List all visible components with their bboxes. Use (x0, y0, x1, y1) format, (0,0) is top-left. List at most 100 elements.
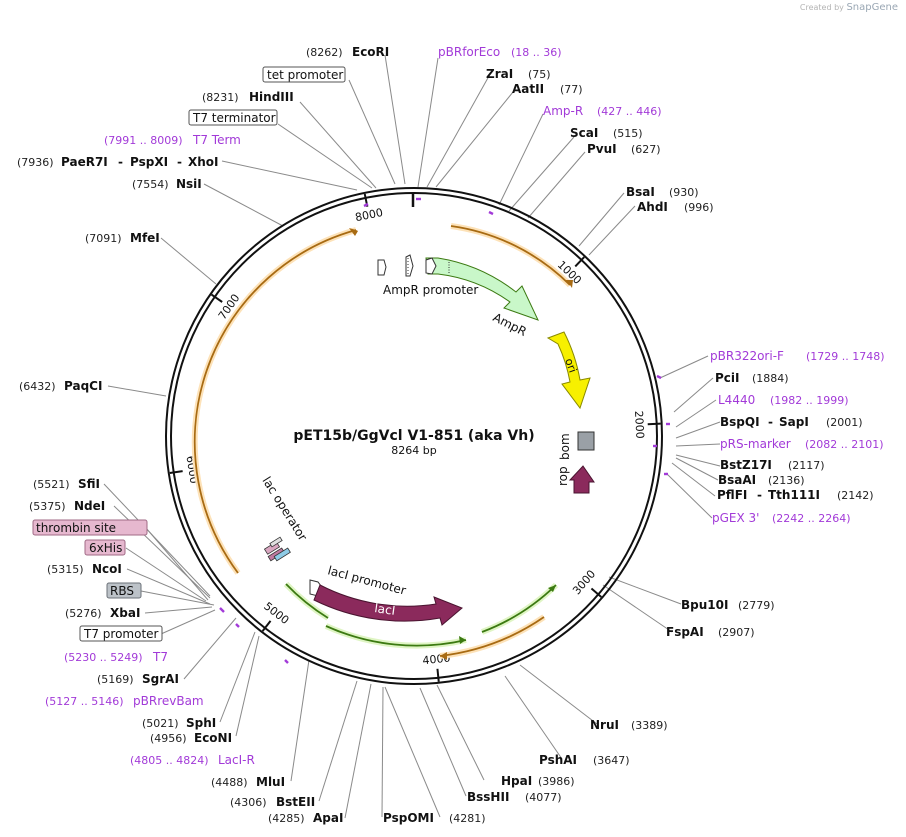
site-position: (5521) (33, 478, 70, 491)
dash: - (177, 155, 182, 169)
site-position: (2907) (718, 626, 755, 639)
site-name: HindIII (249, 90, 294, 104)
site-position: (8231) (202, 91, 239, 104)
bom-label: bom (558, 433, 572, 460)
tick-mark (647, 422, 661, 426)
site-position: (8262) (306, 46, 343, 59)
site-name: SphI (186, 716, 216, 730)
snapgene-logo: SnapGene (846, 2, 898, 13)
orf-arc-left (191, 227, 358, 575)
site-name: Tth111I (768, 488, 820, 502)
primer-markers (219, 193, 670, 664)
site-name: EcoNI (194, 731, 232, 745)
site-name: XhoI (188, 155, 219, 169)
tick-mark (574, 256, 585, 268)
primer-range: (5230 .. 5249) (64, 651, 143, 664)
site-name: BsaAI (718, 473, 756, 487)
laci-arrow (313, 584, 463, 626)
tick-mark (261, 620, 272, 632)
primer-name: LacI-R (218, 753, 255, 767)
site-name: FspAI (666, 625, 704, 639)
primer-name: Amp-R (543, 104, 583, 118)
feature-box-label: tet promoter (267, 68, 343, 82)
site-name: PspOMI (383, 811, 434, 825)
tick-label: 5000 (261, 600, 291, 627)
tick-mark (210, 293, 223, 303)
site-position: (627) (631, 143, 661, 156)
feature-box (79, 625, 163, 642)
bom-box (577, 431, 595, 451)
site-position: (2136) (768, 474, 805, 487)
site-name: BstZ17I (720, 458, 772, 472)
site-name: MfeI (130, 231, 160, 245)
site-position: (3389) (631, 719, 668, 732)
ampr-promoter-arrows (377, 254, 414, 277)
site-position: (5021) (142, 717, 179, 730)
primer-name: pBRforEco (438, 45, 500, 59)
primer-range: (2242 .. 2264) (772, 512, 851, 525)
primer-range: (18 .. 36) (511, 46, 562, 59)
site-name: NsiI (176, 177, 202, 191)
primer-range: (4805 .. 4824) (130, 754, 209, 767)
site-position: (2117) (788, 459, 825, 472)
tick-label: 3000 (570, 568, 598, 598)
feature-box (32, 519, 148, 536)
rop-arrow (568, 465, 595, 494)
primer-range: (427 .. 446) (597, 105, 662, 118)
site-name: ApaI (313, 811, 343, 825)
site-name: AhdI (637, 200, 668, 214)
site-position: (5169) (97, 673, 134, 686)
feature-box (84, 539, 126, 556)
site-position: (4488) (211, 776, 248, 789)
feature-box (106, 582, 142, 599)
site-position: (5315) (47, 563, 84, 576)
site-position: (2779) (738, 599, 775, 612)
feature-box-label: T7 promoter (83, 627, 159, 641)
site-name: PvuI (587, 142, 617, 156)
feature-box-label: thrombin site (36, 521, 116, 535)
primer-name: L4440 (718, 393, 755, 407)
site-name: BspQI (720, 415, 760, 429)
site-position: (515) (613, 127, 643, 140)
site-name: XbaI (110, 606, 140, 620)
site-name: PciI (715, 371, 740, 385)
primer-range: (5127 .. 5146) (45, 695, 124, 708)
site-position: (996) (684, 201, 714, 214)
site-name: MluI (256, 775, 285, 789)
primer-range: (7991 .. 8009) (104, 134, 183, 147)
site-position: (4956) (150, 732, 187, 745)
site-position: (75) (528, 68, 551, 81)
tick-label: 2000 (632, 410, 646, 439)
site-name: PaeR7I (61, 155, 108, 169)
lac-operator-label: lac operator (259, 474, 309, 543)
site-position: (7936) (17, 156, 54, 169)
laci-label: lacI (374, 601, 397, 618)
ori-label: ori (562, 357, 579, 375)
site-name: PflFI (717, 488, 747, 502)
dash: - (118, 155, 123, 169)
primer-name: pGEX 3' (712, 511, 759, 525)
site-name: NdeI (74, 499, 105, 513)
site-position: (4306) (230, 796, 267, 809)
site-position: (3986) (538, 775, 575, 788)
site-position: (6432) (19, 380, 56, 393)
feature-box-label: 6xHis (89, 541, 122, 555)
orf-arc-top (450, 223, 573, 288)
site-position: (4285) (268, 812, 305, 825)
primer-name: pBRrevBam (133, 694, 204, 708)
ampr-promoter-label: AmpR promoter (383, 283, 478, 297)
dash: - (757, 488, 762, 502)
site-position: (5276) (65, 607, 102, 620)
primer-range: (1729 .. 1748) (806, 350, 885, 363)
tick-mark (436, 668, 440, 682)
site-name: PspXI (130, 155, 168, 169)
ori-arrow (546, 331, 591, 410)
site-name: HpaI (501, 774, 532, 788)
site-name: ScaI (570, 126, 598, 140)
site-name: PshAI (539, 753, 577, 767)
site-name: PaqCI (64, 379, 102, 393)
site-position: (2142) (837, 489, 874, 502)
feature-box-label: RBS (110, 584, 134, 598)
site-position: (1884) (752, 372, 789, 385)
